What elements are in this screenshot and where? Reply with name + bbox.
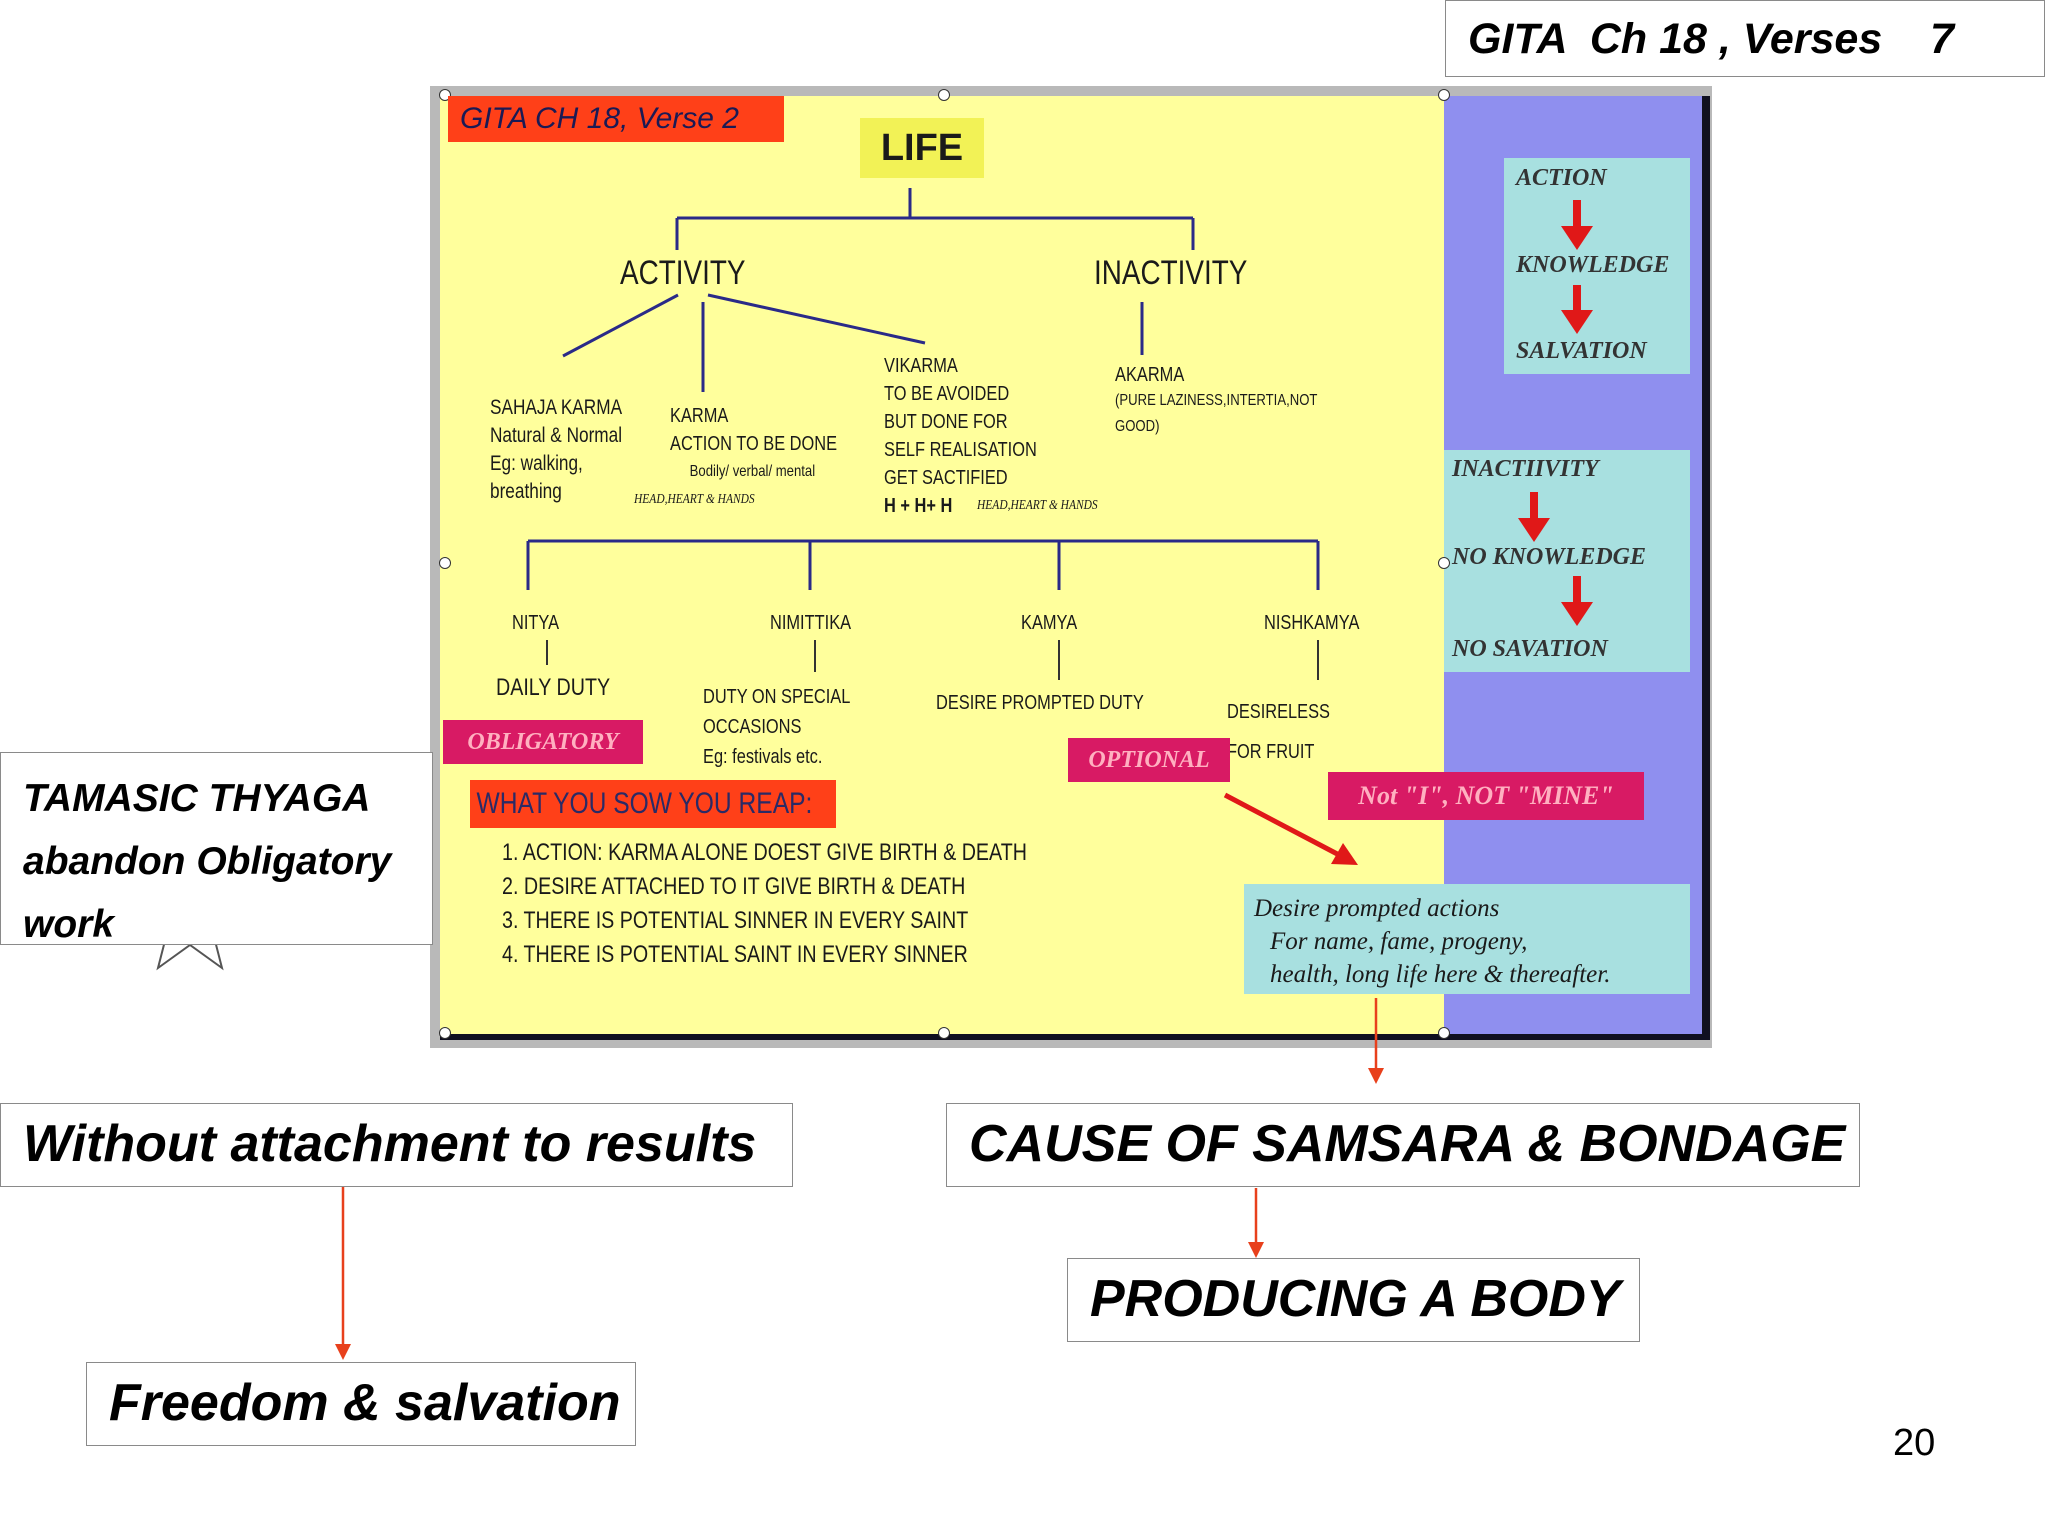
desire-panel bbox=[1244, 884, 1690, 994]
optional-tag: OPTIONAL bbox=[1068, 738, 1230, 782]
slide-title: GITA CH 18, Verse 2 bbox=[448, 96, 784, 142]
reap-points: 1. ACTION: KARMA ALONE DOEST GIVE BIRTH … bbox=[502, 836, 1142, 972]
vikarma-node: VIKARMA TO BE AVOIDED BUT DONE FOR SELF … bbox=[884, 355, 1037, 517]
side-knowledge: KNOWLEDGE bbox=[1516, 252, 1670, 278]
side-panel-action bbox=[1504, 158, 1690, 374]
not-i-not-mine-tag: Not "I", NOT "MINE" bbox=[1328, 772, 1644, 820]
side-panel-inaction bbox=[1444, 450, 1690, 672]
tamasic-thyaga-box: TAMASIC THYAGA abandon Obligatory work bbox=[0, 752, 433, 946]
akarma-node: AKARMA (PURE LAZINESS,INTERTIA,NOT GOOD) bbox=[1115, 364, 1318, 435]
tamasic-line: work bbox=[23, 903, 115, 946]
vikarma-hands: HEAD,HEART & HANDS bbox=[977, 498, 1098, 513]
page-number: 20 bbox=[1893, 1422, 1936, 1464]
slide-background bbox=[440, 96, 1444, 1034]
activity-node: ACTIVITY bbox=[620, 254, 746, 292]
nimittika-node: NIMITTIKA bbox=[770, 612, 852, 634]
side-no-knowledge: NO KNOWLEDGE bbox=[1452, 544, 1647, 570]
slide-shadow-bottom bbox=[440, 1034, 1710, 1040]
slide-shadow-right bbox=[1702, 96, 1710, 1038]
reap-point: 2. DESIRE ATTACHED TO IT GIVE BIRTH & DE… bbox=[502, 873, 966, 900]
verse-title: GITA Ch 18 , Verses 7 bbox=[1445, 0, 2045, 77]
reap-point: 3. THERE IS POTENTIAL SINNER IN EVERY SA… bbox=[502, 907, 969, 934]
selection-handle[interactable] bbox=[439, 1027, 451, 1039]
side-inactivity: INACTIIVITY bbox=[1452, 456, 1599, 482]
side-salvation: SALVATION bbox=[1516, 338, 1647, 364]
kamya-node: KAMYA bbox=[1021, 612, 1078, 634]
producing-body-box: PRODUCING A BODY bbox=[1067, 1258, 1640, 1342]
obligatory-tag: OBLIGATORY bbox=[443, 720, 643, 764]
desire-text: Desire prompted actions For name, fame, … bbox=[1254, 895, 1611, 988]
freedom-salvation-box: Freedom & salvation bbox=[86, 1362, 636, 1446]
nitya-node: NITYA bbox=[512, 612, 560, 634]
selection-handle[interactable] bbox=[938, 89, 950, 101]
selection-handle[interactable] bbox=[1438, 1027, 1450, 1039]
reap-point: 4. THERE IS POTENTIAL SAINT IN EVERY SIN… bbox=[502, 941, 968, 968]
reap-point: 1. ACTION: KARMA ALONE DOEST GIVE BIRTH … bbox=[502, 839, 1027, 866]
reap-box: WHAT YOU SOW YOU REAP: bbox=[470, 780, 836, 828]
nishkamya-desc: DESIRELESS FOR FRUIT bbox=[1227, 701, 1330, 763]
nishkamya-node: NISHKAMYA bbox=[1264, 612, 1360, 634]
selection-handle[interactable] bbox=[938, 1027, 950, 1039]
karma-node: KARMA ACTION TO BE DONE Bodily/ verbal/ … bbox=[634, 405, 838, 507]
selection-handle[interactable] bbox=[1438, 89, 1450, 101]
life-node: LIFE bbox=[860, 118, 984, 178]
nitya-desc: DAILY DUTY bbox=[496, 674, 611, 701]
selection-handle[interactable] bbox=[1438, 557, 1450, 569]
tamasic-line: TAMASIC THYAGA bbox=[23, 777, 371, 820]
tamasic-line: abandon Obligatory bbox=[23, 840, 392, 883]
inactivity-node: INACTIVITY bbox=[1094, 254, 1248, 292]
without-attachment-box: Without attachment to results bbox=[0, 1103, 793, 1187]
side-action: ACTION bbox=[1516, 165, 1607, 191]
nimittika-desc: DUTY ON SPECIAL OCCASIONS Eg: festivals … bbox=[703, 686, 851, 768]
side-no-salvation: NO SAVATION bbox=[1452, 636, 1608, 662]
kamya-desc: DESIRE PROMPTED DUTY bbox=[936, 692, 1144, 714]
cause-of-samsara-box: CAUSE OF SAMSARA & BONDAGE bbox=[946, 1103, 1860, 1187]
selection-handle[interactable] bbox=[439, 557, 451, 569]
